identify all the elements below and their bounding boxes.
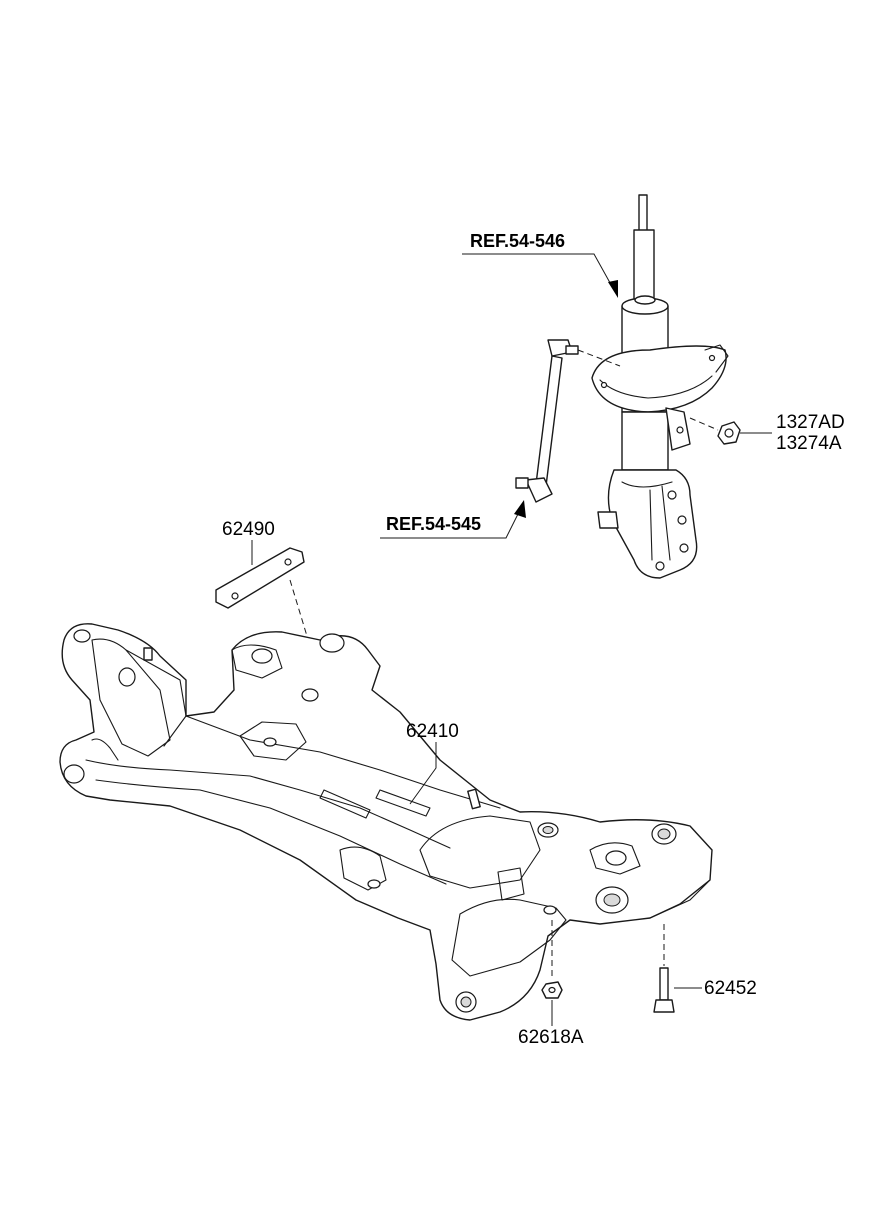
clamp-slit bbox=[661, 485, 671, 561]
clamp-hole bbox=[679, 543, 689, 553]
spring-seat-hole bbox=[600, 381, 608, 389]
label-part-62490[interactable]: 62490 bbox=[222, 519, 275, 540]
crossmember-left-tower bbox=[91, 638, 171, 757]
crossmember bbox=[59, 623, 713, 1021]
crossmember-slot bbox=[375, 789, 431, 817]
leader-62410 bbox=[409, 742, 437, 805]
crossmember-hole-inner bbox=[460, 996, 472, 1008]
plate-hole bbox=[284, 558, 292, 566]
crossmember-left-tower-edge bbox=[125, 649, 187, 747]
nut-bore bbox=[724, 428, 734, 438]
crossmember-slot bbox=[319, 789, 371, 819]
crossmember-front-beam-lower bbox=[95, 779, 447, 885]
link-alignment-line bbox=[577, 349, 621, 367]
clamp-hole bbox=[655, 561, 665, 571]
crossmember-hole bbox=[543, 905, 557, 915]
leader-ref-54-545 bbox=[380, 509, 521, 539]
crossmember-detail bbox=[91, 738, 119, 761]
clamp-hole bbox=[667, 490, 677, 500]
link-lower-stud bbox=[515, 477, 529, 489]
crossmember-hole-inner bbox=[603, 893, 621, 907]
crossmember-stud bbox=[467, 788, 481, 810]
crossmember-cup bbox=[589, 842, 641, 875]
spring-seat-hole bbox=[708, 354, 716, 362]
spring-seat-tab bbox=[704, 344, 729, 373]
stabilizer-link bbox=[515, 339, 621, 503]
crossmember-hole-inner bbox=[542, 826, 554, 834]
crossmember-block bbox=[497, 867, 525, 901]
link-rod bbox=[535, 355, 563, 487]
strut-dust-cap bbox=[634, 295, 656, 305]
leader-ref-54-546 bbox=[462, 253, 615, 291]
crossmember-edge bbox=[649, 879, 711, 919]
crossmember-rear-beam bbox=[185, 715, 501, 809]
label-part-62410[interactable]: 62410 bbox=[406, 721, 459, 742]
clamp-hole bbox=[677, 515, 687, 525]
spring-seat bbox=[591, 345, 727, 413]
bolt-shank bbox=[659, 967, 669, 1001]
clamp-band bbox=[621, 481, 673, 488]
label-ref-54-546[interactable]: REF.54-546 bbox=[470, 231, 566, 251]
clamp-slit bbox=[649, 489, 653, 561]
crossmember-front-beam bbox=[85, 759, 451, 849]
label-part-1327ad[interactable]: 1327AD bbox=[776, 412, 845, 433]
crossmember-hole bbox=[251, 648, 273, 664]
link-lower-joint bbox=[525, 477, 553, 503]
crossmember-boss bbox=[239, 721, 307, 761]
crossmember-hole bbox=[63, 764, 85, 784]
crossmember-bolt bbox=[653, 924, 675, 1013]
crossmember-right-leg bbox=[451, 898, 567, 977]
crossmember-nut bbox=[541, 920, 563, 999]
flange-nut bbox=[689, 417, 741, 445]
nut-bore bbox=[548, 986, 556, 994]
label-ref-54-545[interactable]: REF.54-545 bbox=[386, 514, 482, 534]
crossmember-right-tower bbox=[419, 815, 541, 889]
arrowhead-ref-54-546 bbox=[608, 280, 618, 298]
crossmember-cup bbox=[231, 644, 283, 679]
spring-seat-lip bbox=[599, 375, 713, 399]
crossmember-hole bbox=[118, 667, 136, 687]
leader-lines bbox=[251, 253, 772, 1026]
bracket-plate-body bbox=[215, 547, 305, 609]
bracket-hole bbox=[676, 426, 684, 434]
label-part-62618a[interactable]: 62618A bbox=[518, 1027, 584, 1048]
strut-rod-tip bbox=[638, 194, 648, 232]
crossmember-stud bbox=[143, 647, 153, 661]
crossmember-hole bbox=[301, 688, 319, 702]
clamp-ear bbox=[597, 511, 619, 529]
crossmember-outline bbox=[59, 623, 713, 1021]
crossmember-hole bbox=[367, 879, 381, 889]
plate-hole bbox=[231, 592, 239, 600]
strut-rod bbox=[633, 229, 655, 303]
link-upper-stud bbox=[565, 345, 579, 355]
crossmember-hole bbox=[263, 737, 277, 747]
arrowhead-ref-54-545 bbox=[514, 500, 526, 518]
crossmember-hole bbox=[605, 850, 627, 866]
nut-alignment-line bbox=[689, 417, 719, 431]
bolt-head bbox=[653, 999, 675, 1013]
strut-lower-tube bbox=[621, 411, 669, 471]
crossmember-hole bbox=[73, 629, 91, 643]
strut-assembly bbox=[591, 194, 729, 579]
crossmember-hole bbox=[319, 633, 345, 653]
crossmember-hole-inner bbox=[657, 828, 671, 840]
label-part-62452[interactable]: 62452 bbox=[704, 978, 757, 999]
label-part-13274a[interactable]: 13274A bbox=[776, 433, 842, 454]
